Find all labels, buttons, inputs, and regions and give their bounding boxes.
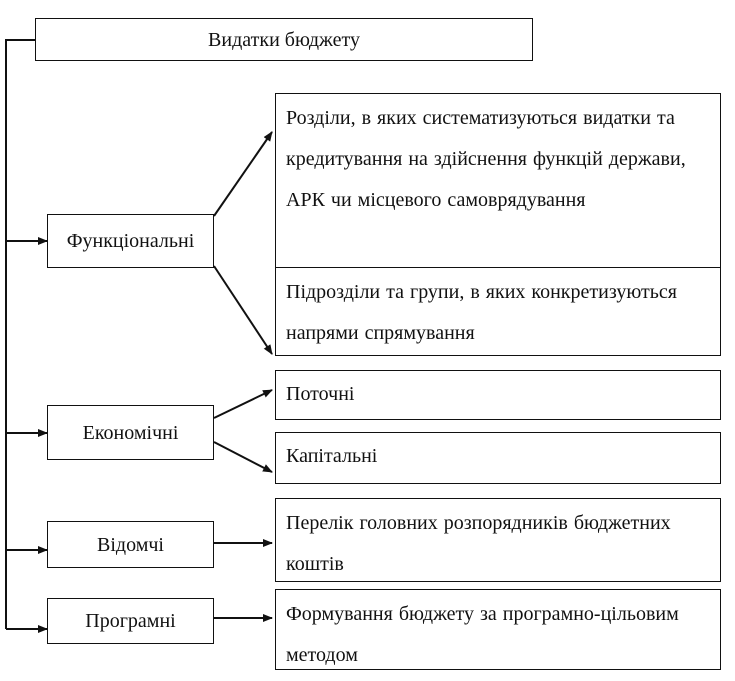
detail-subsections: Підрозділи та групи, в яких конкретизуют…: [275, 267, 721, 356]
arrow-economic-current: [213, 389, 273, 419]
detail-current-text: Поточні: [286, 383, 355, 405]
detail-programmatic-text: Формування бюджету за програмно-цільовим…: [286, 603, 679, 666]
category-program-label: Програмні: [85, 610, 176, 632]
category-economic: Економічні: [47, 405, 214, 460]
detail-capital-text: Капітальні: [286, 445, 378, 467]
category-departmental: Відомчі: [47, 521, 214, 568]
root-label: Видатки бюджету: [208, 28, 360, 51]
category-economic-label: Економічні: [82, 421, 179, 444]
root-box: Видатки бюджету: [35, 18, 533, 61]
arrow-functional-subsections: [213, 265, 273, 355]
detail-sections-text: Розділи, в яких систематизуються видатки…: [286, 107, 686, 211]
detail-programmatic: Формування бюджету за програмно-цільовим…: [275, 589, 721, 670]
spine-line: [5, 39, 35, 629]
detail-sections: Розділи, в яких систематизуються видатки…: [275, 93, 721, 268]
detail-capital: Капітальні: [275, 432, 721, 484]
arrow-economic-capital: [213, 441, 273, 473]
category-functional-label: Функціональні: [66, 230, 195, 252]
detail-subsections-text: Підрозділи та групи, в яких конкретизуют…: [286, 281, 677, 344]
arrow-functional-sections: [213, 131, 273, 217]
category-program: Програмні: [47, 598, 214, 644]
category-functional: Функціональні: [47, 214, 214, 268]
detail-managers-text: Перелік головних розпорядників бюджетних…: [286, 512, 671, 575]
detail-managers: Перелік головних розпорядників бюджетних…: [275, 498, 721, 582]
category-departmental-label: Відомчі: [97, 533, 164, 556]
detail-current: Поточні: [275, 370, 721, 420]
